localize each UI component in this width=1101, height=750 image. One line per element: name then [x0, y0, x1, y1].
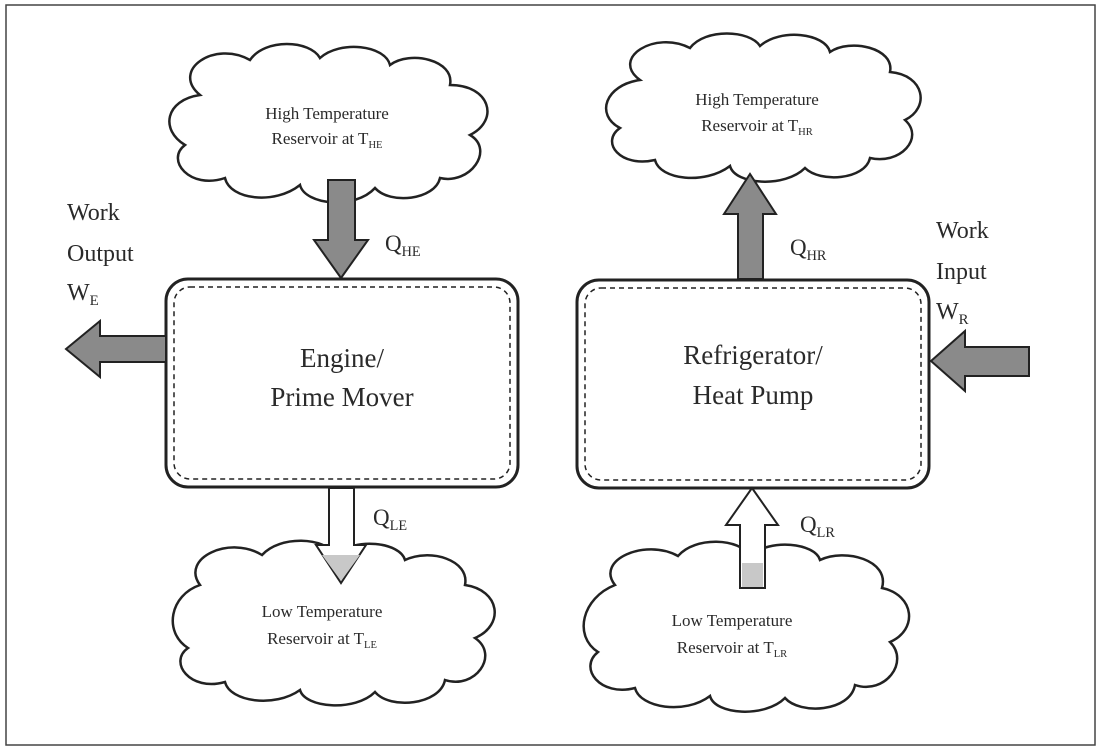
- engine-q-high-arrow: [312, 179, 370, 280]
- engine-high-reservoir-line2: Reservoir at THE: [272, 129, 383, 151]
- figure-frame: [5, 4, 1096, 746]
- engine-low-reservoir-cloud: Low Temperature Reservoir at TLE: [171, 539, 496, 707]
- refrigerator-work-input-label: Work Input WR: [936, 218, 989, 328]
- refrigerator-low-reservoir-line2: Reservoir at TLR: [677, 638, 788, 660]
- refrigerator-high-reservoir-cloud: High Temperature Reservoir at THR: [604, 32, 922, 183]
- engine-work-line2: Output: [67, 241, 134, 267]
- refrigerator-work-line1: Work: [936, 218, 989, 244]
- refrigerator-box-line2: Heat Pump: [693, 380, 814, 410]
- engine-work-line1: Work: [67, 200, 120, 226]
- refrigerator-q-low-label: QLR: [800, 512, 835, 541]
- refrigerator-high-reservoir-line1: High Temperature: [695, 90, 819, 109]
- engine-q-low-arrow: [314, 487, 368, 585]
- engine-q-low-label: QLE: [373, 505, 407, 534]
- engine-work-output-arrow: [64, 318, 167, 380]
- engine-low-reservoir-line2: Reservoir at TLE: [267, 629, 377, 651]
- refrigerator-high-reservoir-line2: Reservoir at THR: [701, 116, 814, 138]
- engine-high-reservoir-line1: High Temperature: [265, 104, 389, 123]
- refrigerator-box-line1: Refrigerator/: [683, 340, 823, 370]
- refrigerator-low-reservoir-line1: Low Temperature: [672, 611, 793, 630]
- engine-q-high-label: QHE: [385, 231, 421, 260]
- refrigerator-work-line2: Input: [936, 259, 987, 285]
- refrigerator-box: Refrigerator/ Heat Pump: [575, 278, 931, 490]
- refrigerator-low-reservoir-cloud: Low Temperature Reservoir at TLR: [582, 540, 911, 713]
- refrigerator-q-high-arrow: [722, 172, 778, 280]
- engine-box-line1: Engine/: [300, 343, 384, 373]
- engine-box-line2: Prime Mover: [270, 382, 413, 412]
- refrigerator-q-low-arrow: [724, 486, 780, 589]
- engine-box: Engine/ Prime Mover: [164, 277, 520, 489]
- refrigerator-work-symbol: WR: [936, 299, 969, 328]
- refrigerator-q-high-label: QHR: [790, 235, 827, 264]
- engine-low-reservoir-line1: Low Temperature: [262, 602, 383, 621]
- refrigerator-work-input-arrow: [929, 328, 1030, 394]
- engine-work-output-label: Work Output WE: [67, 200, 134, 309]
- engine-work-symbol: WE: [67, 280, 99, 309]
- engine-high-reservoir-cloud: High Temperature Reservoir at THE: [168, 42, 489, 204]
